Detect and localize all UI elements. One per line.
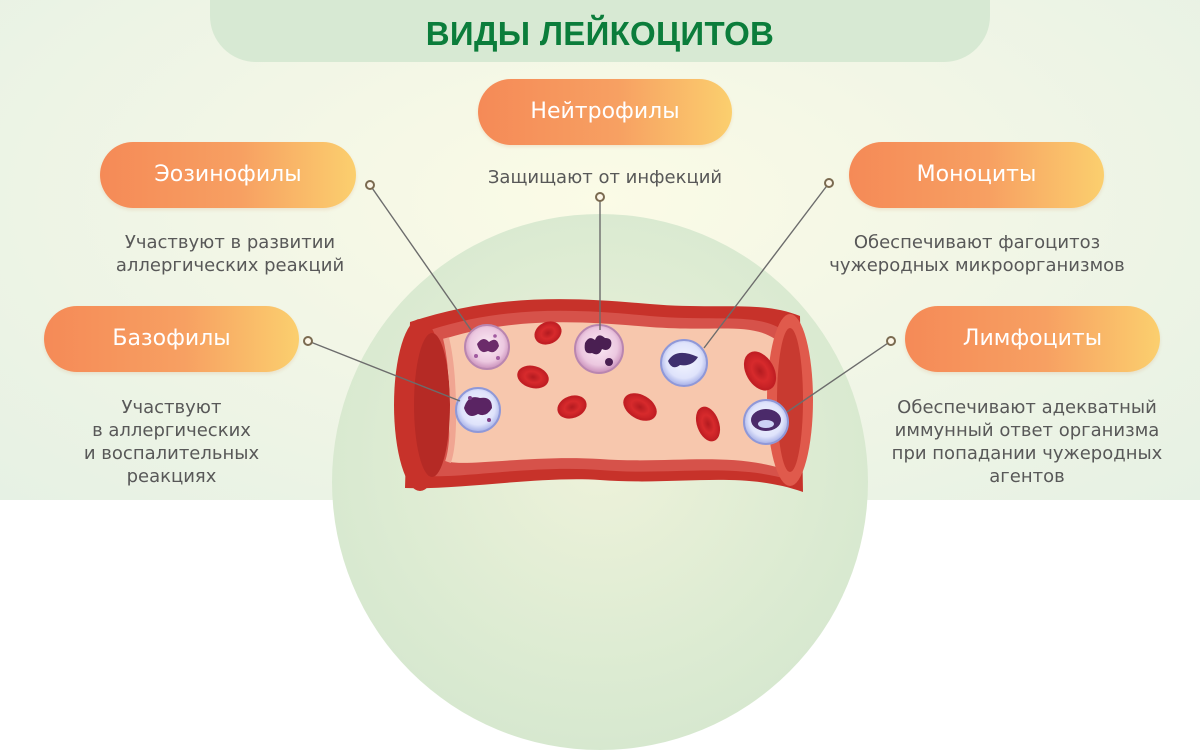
desc-monocytes: Обеспечивают фагоцитоз чужеродных микроо…	[800, 231, 1154, 277]
desc-line: Участвуют в развитии	[124, 232, 336, 253]
label-basophils: Базофилы	[44, 306, 299, 372]
red-blood-cell	[534, 321, 562, 345]
neutrophil-cell	[574, 324, 624, 374]
leader-line-monocytes	[703, 182, 830, 349]
desc-line: агентов	[989, 466, 1065, 487]
desc-line: иммунный ответ организма	[894, 420, 1160, 441]
monocyte-cell	[660, 339, 708, 387]
desc-line: в аллергических	[92, 420, 251, 441]
desc-lymphocytes: Обеспечивают адекватный иммунный ответ о…	[872, 396, 1182, 488]
desc-line: Обеспечивают фагоцитоз	[853, 232, 1101, 253]
blood-vessel-illustration	[303, 178, 896, 492]
desc-line: чужеродных микроорганизмов	[829, 255, 1125, 276]
label-lymphocytes: Лимфоциты	[905, 306, 1160, 372]
desc-line: и воспалительных	[83, 443, 260, 464]
title-banner	[210, 0, 990, 62]
leader-dot-basophils	[303, 336, 313, 346]
label-neutrophils: Нейтрофилы	[478, 79, 732, 145]
desc-eosinophils: Участвуют в развитии аллергических реакц…	[80, 231, 380, 277]
leader-dot-neutrophils	[595, 192, 605, 202]
desc-line: Обеспечивают адекватный	[897, 397, 1157, 418]
desc-basophils: Участвуют в аллергических и воспалительн…	[40, 396, 303, 488]
page-title: ВИДЫ ЛЕЙКОЦИТОВ	[425, 15, 775, 52]
eosinophil-cell	[464, 324, 510, 370]
leader-line-lymphocytes	[786, 340, 892, 413]
leader-dot-lymphocytes	[886, 336, 896, 346]
label-eosinophils: Эозинофилы	[100, 142, 356, 208]
red-blood-cell	[557, 395, 587, 419]
leader-line-eosinophils	[369, 184, 472, 331]
leader-line-basophils	[307, 340, 461, 402]
red-blood-cell	[517, 365, 549, 389]
leader-dot-eosinophils	[365, 180, 375, 190]
red-blood-cell	[623, 393, 657, 421]
desc-line: аллергических реакций	[115, 255, 345, 276]
desc-line: Участвуют	[121, 397, 222, 418]
leader-lines	[303, 178, 896, 413]
red-blood-cells	[517, 321, 777, 442]
desc-line: при попадании чужеродных	[891, 443, 1163, 464]
red-blood-cell	[743, 351, 777, 391]
lymphocyte-cell	[743, 399, 789, 445]
desc-neutrophils: Защищают от инфекций	[450, 166, 760, 189]
desc-line: реакциях	[126, 466, 217, 487]
basophil-cell	[455, 387, 501, 433]
red-blood-cell	[695, 406, 721, 442]
leader-dot-monocytes	[824, 178, 834, 188]
label-monocytes: Моноциты	[849, 142, 1104, 208]
desc-line: Защищают от инфекций	[487, 167, 723, 188]
